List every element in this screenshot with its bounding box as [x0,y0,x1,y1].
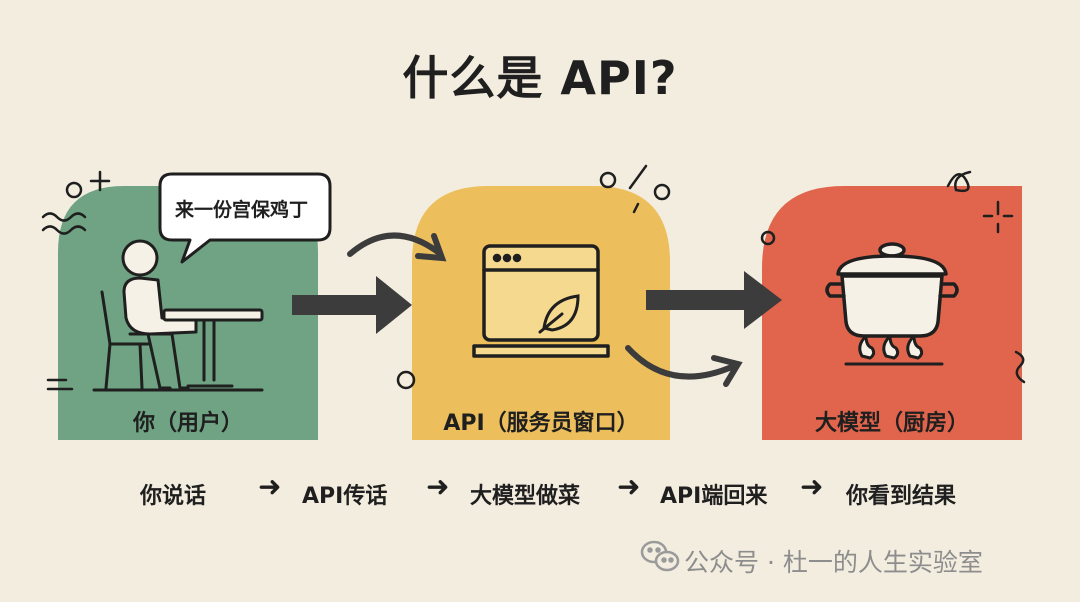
curved-arrow-request [347,232,447,262]
cooking-pot-icon [825,242,959,338]
panel-api-label: API（服务员窗口） [443,411,639,436]
flow-step: 大模型做菜 [470,484,581,509]
flow-arrow-icon: ➜ [800,470,824,503]
page-title: 什么是 API? [402,51,678,105]
browser-window-icon [472,244,610,358]
wechat-icon [640,540,680,572]
flow-step: API端回来 [660,484,768,509]
doodle-decor-right [760,170,1026,384]
flow-step: API传话 [302,484,388,509]
doodle-decor-middle [396,164,671,390]
arrow-user-to-api [292,276,412,334]
flow-step: 你看到结果 [846,484,957,509]
watermark: 公众号 · 杜一的人生实验室 [684,548,983,577]
person-at-table-icon [92,239,264,392]
flow-step: 你说话 [140,484,207,509]
doodle-decor-left [41,170,111,391]
panel-kitchen-label: 大模型（厨房） [814,411,969,436]
curved-arrow-response [625,345,743,387]
flow-arrow-icon: ➜ [426,470,450,503]
gas-flame-icon [844,334,944,366]
flow-arrow-icon: ➜ [258,470,282,503]
speech-bubble [158,172,332,264]
flow-arrow-icon: ➜ [617,470,641,503]
leaf-icon [538,294,580,334]
speech-bubble-text: 来一份宫保鸡丁 [175,199,309,221]
arrow-api-to-kitchen [646,271,782,329]
panel-user-label: 你（用户） [132,411,243,436]
